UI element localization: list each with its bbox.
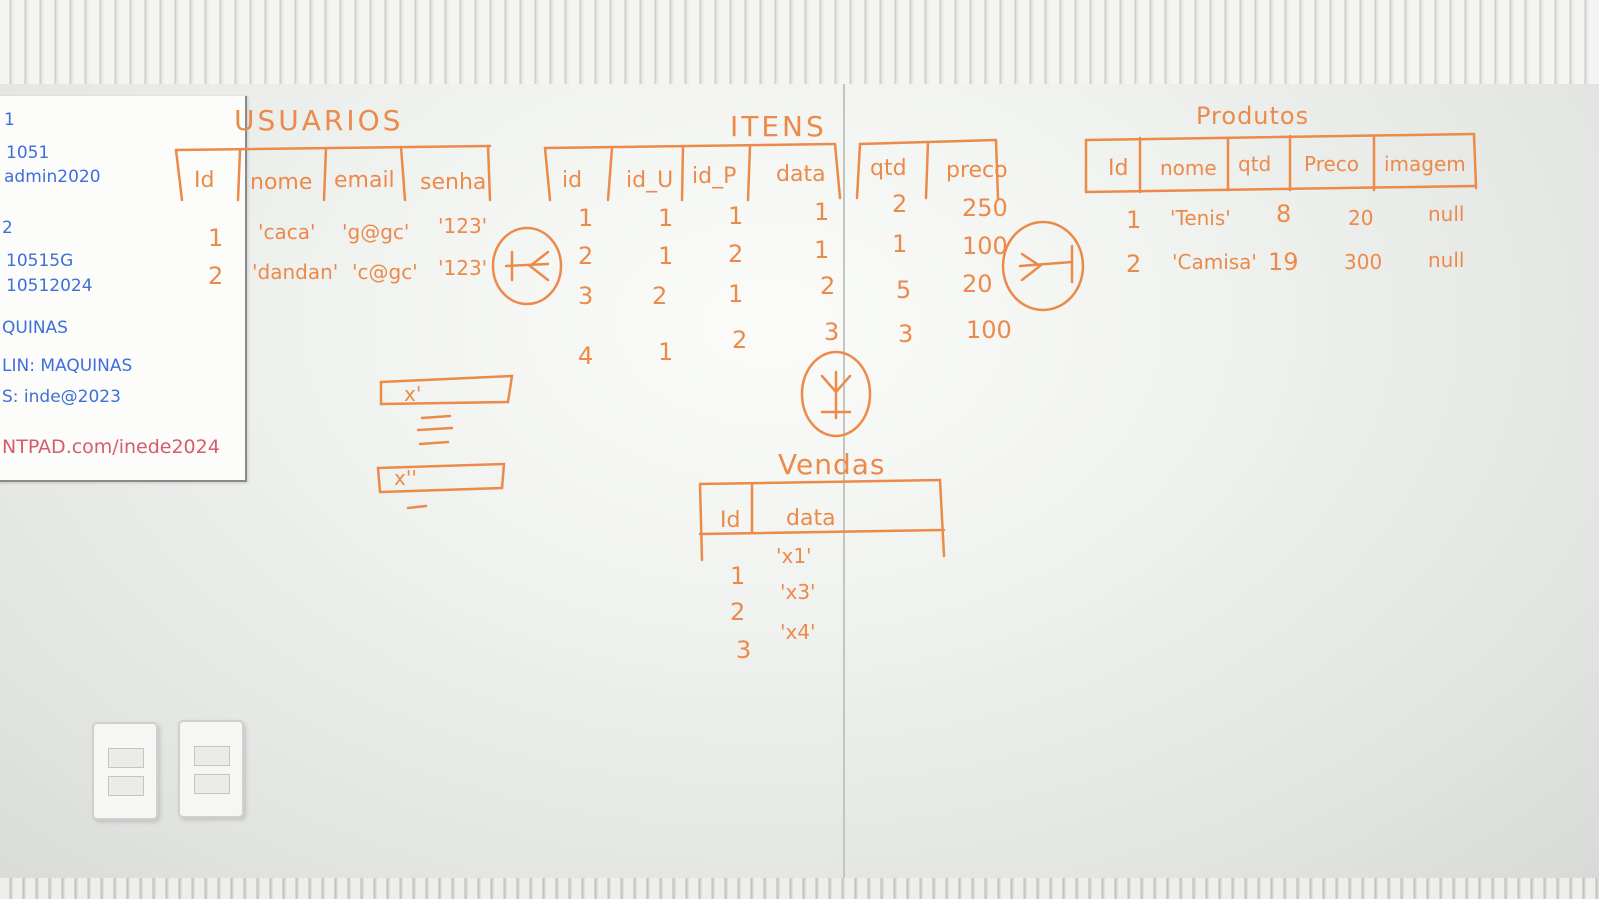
usuarios-header: Id [194,168,215,193]
sketch-label: x'' [394,466,417,490]
itens-cell: 1 [658,338,674,366]
usuarios-cell: 2 [208,262,224,290]
usuarios-header: nome [250,170,313,195]
produtos-cell: 8 [1276,200,1292,228]
itens-cell: 1 [658,204,674,232]
itens-cell: 100 [966,316,1012,344]
produtos-header: nome [1160,156,1217,180]
itens-header: preco [946,158,1008,183]
wall-switch [92,722,158,820]
itens-header: id_P [692,164,737,189]
produtos-header: Preco [1304,152,1360,176]
itens-cell: 2 [820,272,836,300]
produtos-title: Produtos [1196,102,1310,130]
itens-header: id_U [626,168,674,193]
vendas-cell: 'x3' [780,580,816,604]
usuarios-cell: 'c@gc' [352,260,418,284]
itens-title: ITENS [730,110,827,143]
sketch-label: x' [404,382,422,406]
produtos-cell: 2 [1126,250,1142,278]
switch-rocker [108,776,144,796]
note-line: 1 [4,110,15,130]
usuarios-cell: 'dandan' [252,260,339,284]
produtos-cell: 1 [1126,206,1142,234]
switch-rocker [194,774,230,794]
note-line: 10515G [6,251,74,271]
produtos-header: imagem [1384,152,1466,176]
itens-cell: 2 [728,240,744,268]
itens-cell: 1 [814,198,830,226]
note-line: QUINAS [2,318,68,338]
usuarios-cell: 'caca' [258,220,316,244]
wall-slats-top [0,0,1599,92]
usuarios-cell: '123' [438,256,488,280]
vendas-title: Vendas [778,448,886,481]
itens-cell: 20 [962,270,993,298]
itens-cell: 3 [578,282,594,310]
note-url: NTPAD.com/inede2024 [2,436,220,458]
wall-slats-bottom [0,878,1599,899]
switch-rocker [194,746,230,766]
itens-cell: 1 [892,230,908,258]
itens-header: id [562,168,583,193]
itens-cell: 1 [578,204,594,232]
itens-cell: 3 [824,318,840,346]
itens-cell: 2 [652,282,668,310]
itens-cell: 2 [732,326,748,354]
usuarios-title: USUARIOS [234,104,404,137]
vendas-header: data [786,506,836,531]
switch-rocker [108,748,144,768]
itens-header: data [776,162,826,187]
itens-cell: 1 [658,242,674,270]
note-line: LIN: MAQUINAS [2,356,133,376]
produtos-header: Id [1108,156,1129,181]
usuarios-cell: 1 [208,224,224,252]
vendas-cell: 2 [730,598,746,626]
itens-cell: 2 [578,242,594,270]
itens-cell: 3 [898,320,914,348]
itens-cell: 100 [962,232,1008,260]
produtos-cell: 19 [1268,248,1299,276]
produtos-cell: null [1428,248,1465,272]
note-line: admin2020 [4,167,101,187]
itens-cell: 4 [578,342,594,370]
itens-cell: 5 [896,276,912,304]
vendas-cell: 'x1' [776,544,812,568]
vendas-header: Id [720,508,741,533]
note-line: 10512024 [6,276,93,296]
itens-header: qtd [870,156,907,181]
itens-cell: 1 [814,236,830,264]
vendas-cell: 'x4' [780,620,816,644]
wall-switch [178,720,244,818]
produtos-cell: 20 [1348,206,1374,230]
usuarios-header: email [334,168,395,193]
note-line: S: inde@2023 [2,387,121,407]
itens-cell: 1 [728,202,744,230]
produtos-cell: 'Tenis' [1170,206,1231,230]
produtos-cell: null [1428,202,1465,226]
note-line: 2 [2,218,13,238]
produtos-header: qtd [1238,152,1272,176]
itens-cell: 250 [962,194,1008,222]
usuarios-header: senha [420,170,487,195]
vendas-cell: 1 [730,562,746,590]
produtos-cell: 300 [1344,250,1383,274]
itens-cell: 1 [728,280,744,308]
note-line: 1051 [6,143,50,163]
taped-note [0,96,247,482]
produtos-cell: 'Camisa' [1172,250,1257,274]
itens-cell: 2 [892,190,908,218]
vendas-cell: 3 [736,636,752,664]
usuarios-cell: 'g@gc' [342,220,410,244]
usuarios-cell: '123' [438,214,488,238]
